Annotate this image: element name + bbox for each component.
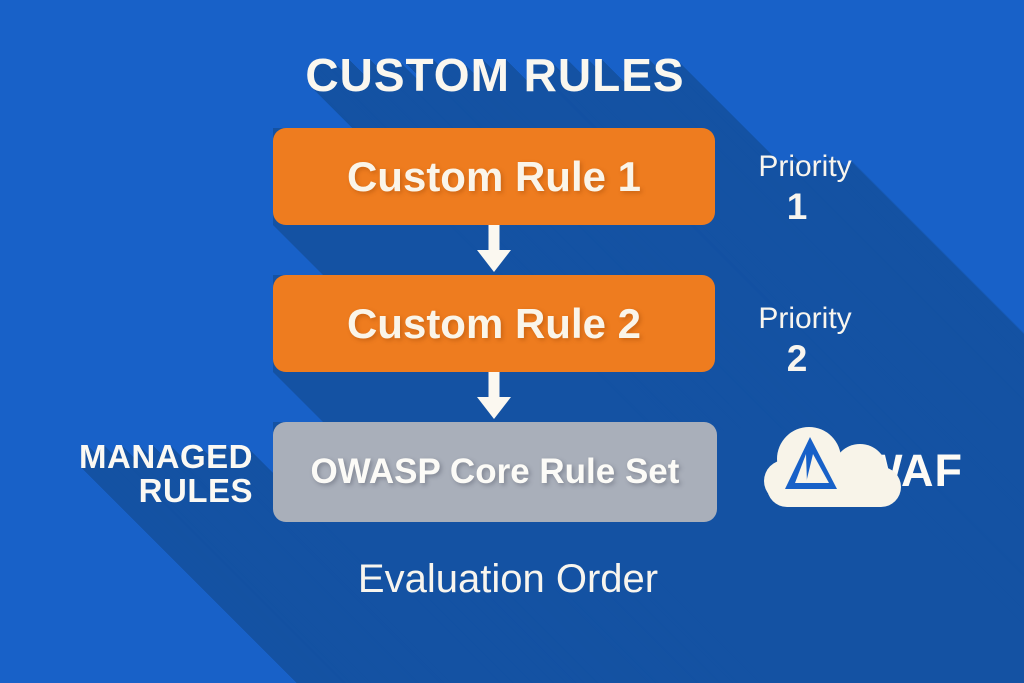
priority-number: 2 bbox=[786, 338, 808, 379]
cloud-shape bbox=[764, 427, 901, 507]
priority-number: 1 bbox=[786, 186, 808, 227]
managed-rules-label: MANAGED RULES bbox=[0, 440, 253, 508]
priority-label: Priority bbox=[758, 150, 852, 183]
custom-rule-2-box: Custom Rule 2 bbox=[273, 275, 715, 372]
priority-1-label: Priority 1 bbox=[730, 148, 880, 228]
custom-rule-1-label: Custom Rule 1 bbox=[346, 153, 642, 200]
priority-label: Priority bbox=[758, 302, 852, 335]
custom-rule-1-box: Custom Rule 1 bbox=[273, 128, 715, 225]
azure-cloud-icon bbox=[764, 427, 901, 507]
evaluation-order-caption: Evaluation Order bbox=[357, 557, 659, 601]
custom-rule-2-label: Custom Rule 2 bbox=[346, 300, 642, 347]
managed-rules-line1: MANAGED bbox=[79, 438, 253, 475]
managed-rules-line2: RULES bbox=[138, 472, 253, 509]
down-arrow-icon bbox=[477, 225, 511, 272]
diagram-title: CUSTOM RULES bbox=[305, 49, 685, 101]
owasp-core-rule-set-label: OWASP Core Rule Set bbox=[310, 452, 680, 491]
owasp-core-rule-set-box: OWASP Core Rule Set bbox=[273, 422, 717, 522]
down-arrow-icon bbox=[477, 372, 511, 419]
azure-logo bbox=[785, 437, 837, 489]
priority-2-label: Priority 2 bbox=[730, 300, 880, 380]
